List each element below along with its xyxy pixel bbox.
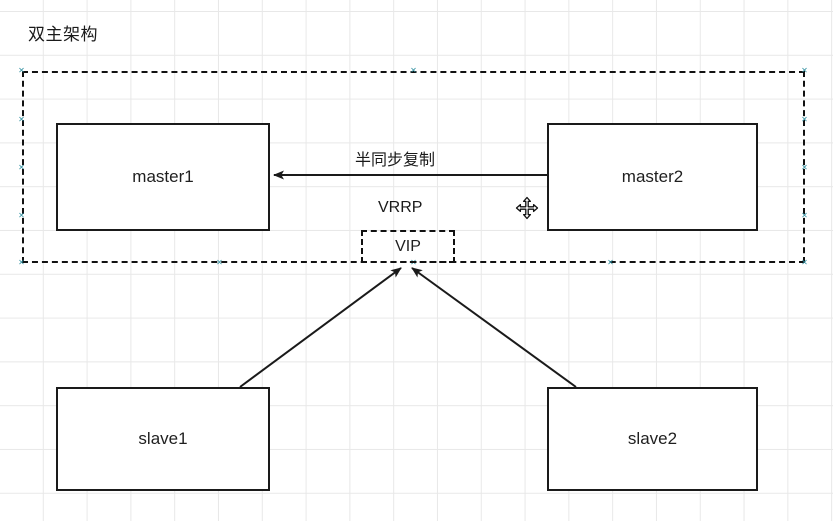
handle-top-right[interactable] — [801, 67, 808, 74]
node-slave1[interactable]: slave1 — [56, 387, 270, 491]
node-vip-label: VIP — [395, 237, 421, 255]
move-cursor-icon — [515, 196, 539, 220]
handle-left-upper[interactable] — [18, 116, 25, 123]
node-master2-label: master2 — [621, 167, 684, 186]
edge-slave2-to-vip[interactable] — [411, 267, 577, 388]
handle-bottom-quarter[interactable] — [216, 259, 223, 266]
handle-right-upper[interactable] — [801, 116, 808, 123]
node-slave1-label: slave1 — [138, 429, 188, 448]
node-vip[interactable]: VIP — [361, 230, 455, 263]
handle-top-center[interactable] — [410, 67, 417, 74]
page-title: 双主架构 — [28, 25, 98, 44]
handle-middle-left[interactable] — [18, 164, 25, 171]
edge-slave1-to-vip[interactable] — [239, 267, 402, 388]
handle-bottom-right[interactable] — [801, 259, 808, 266]
handle-bottom-left[interactable] — [18, 259, 25, 266]
node-slave2[interactable]: slave2 — [547, 387, 758, 491]
edge-label-vrrp: VRRP — [378, 199, 423, 216]
node-master1-label: master1 — [132, 167, 194, 186]
node-master1[interactable]: master1 — [56, 123, 270, 231]
handle-left-lower[interactable] — [18, 212, 25, 219]
node-slave2-label: slave2 — [627, 429, 678, 448]
node-master2[interactable]: master2 — [547, 123, 758, 231]
handle-bottom-threequarter[interactable] — [607, 259, 614, 266]
handle-top-left[interactable] — [18, 67, 25, 74]
edge-label-replication: 半同步复制 — [355, 152, 436, 169]
handle-right-lower[interactable] — [801, 212, 808, 219]
handle-middle-right[interactable] — [801, 164, 808, 171]
